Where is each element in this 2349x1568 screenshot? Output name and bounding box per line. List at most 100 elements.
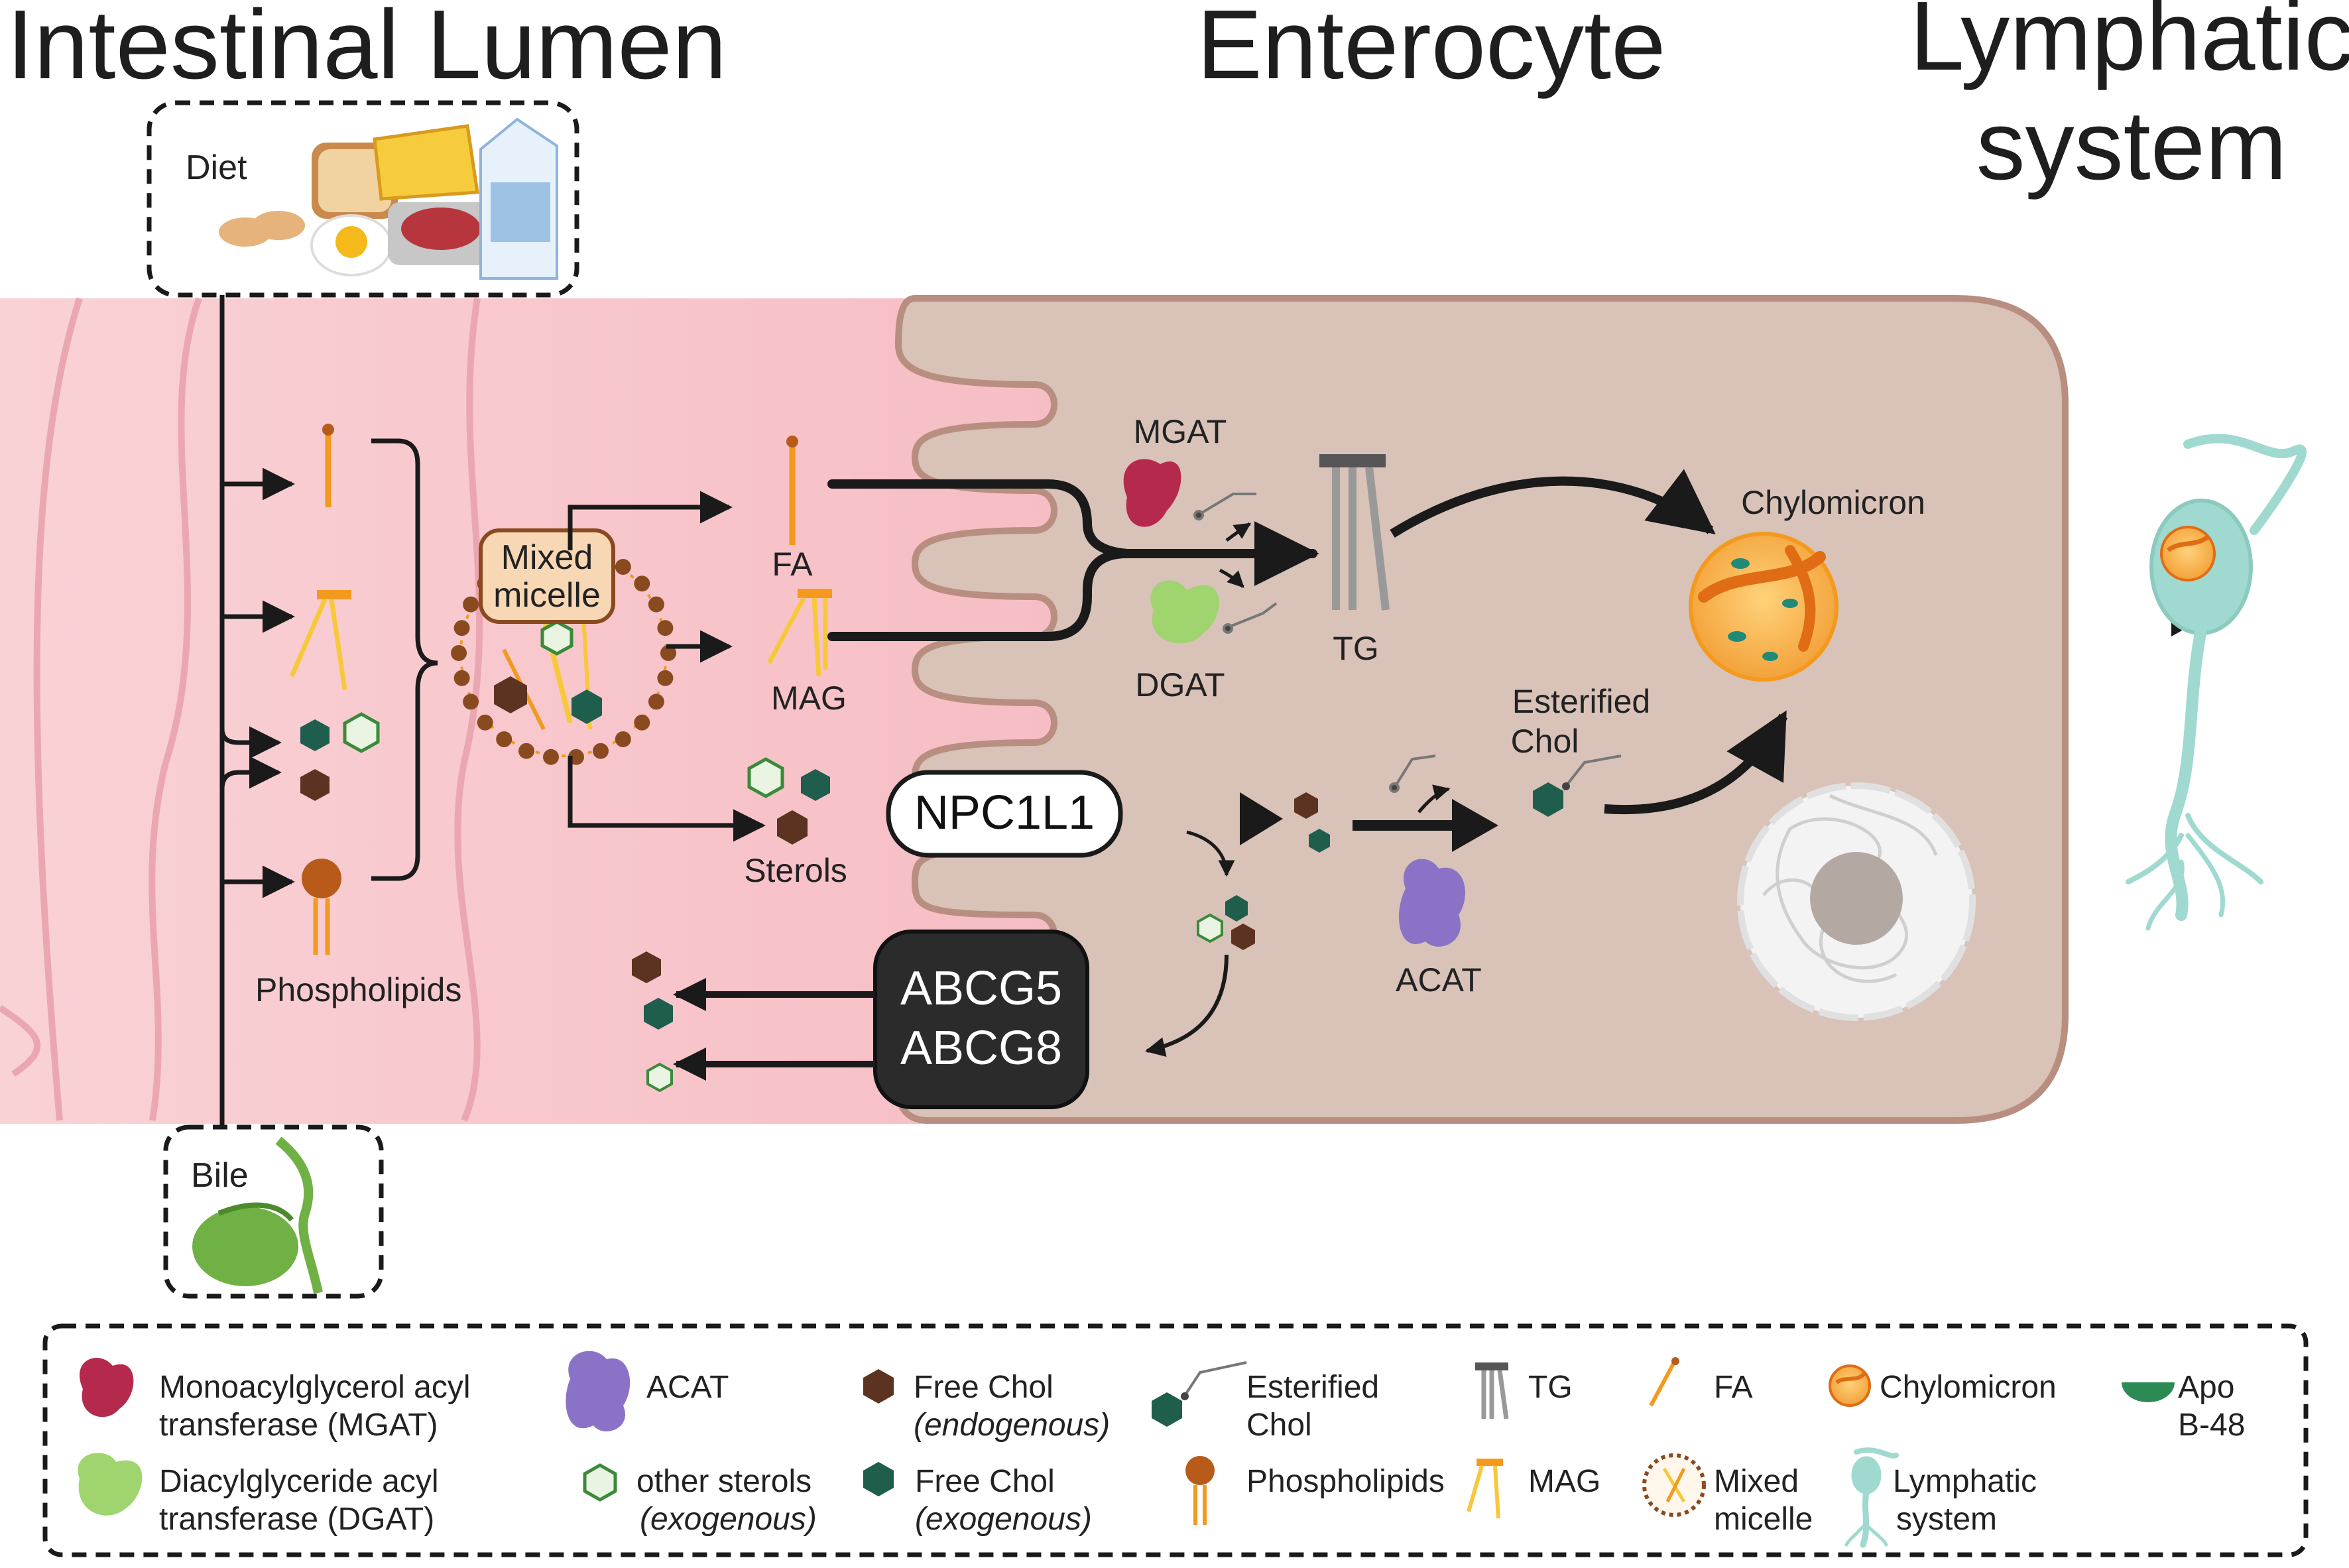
tg-molecule [1319, 454, 1390, 611]
legend-dgat-line1: Diacylglyceride acyl [159, 1464, 438, 1499]
tg-to-chylomicron-arrow [1390, 469, 1716, 538]
legend-item-esterified-chol: Esterified Chol [1152, 1361, 1379, 1443]
bile-label: Bile [191, 1156, 249, 1195]
npc1l1-label: NPC1L1 [914, 786, 1095, 839]
micelle-phospholipid-head [648, 596, 664, 613]
abcg-efflux-arrows [673, 978, 875, 1081]
acat-fa-input [1389, 754, 1451, 814]
lymph-chylomicron-icon [2160, 526, 2216, 581]
label-esterified-line2: Chol [1511, 723, 1579, 760]
diet-box: Diet [147, 100, 579, 298]
legend-item-apo-b48: Apo B-48 [2122, 1370, 2245, 1443]
mgat-enzyme-icon [1123, 459, 1181, 527]
abcg5-abcg8-transporter[interactable]: ABCG5 ABCG8 [873, 930, 1089, 1109]
mgat-reaction [1193, 493, 1256, 542]
legend-item-phospholipids: Phospholipids [1185, 1456, 1445, 1525]
acat-reaction-arrowhead [1452, 799, 1498, 852]
micelle-phospholipid-head [496, 731, 512, 747]
legend-free-chol-exo-line1: Free Chol [915, 1464, 1055, 1499]
lumen-free-chol-exo [300, 719, 330, 751]
label-esterified-line1: Esterified [1512, 683, 1650, 720]
efflux-to-abcg-arrow [1145, 954, 1229, 1057]
micelle-phospholipid-head [463, 694, 479, 710]
micelle-phospholipid-head [660, 645, 676, 661]
legend-mgat-line1: Monoacylglycerol acyl [159, 1370, 471, 1405]
micelle-phospholipid-head [657, 620, 674, 636]
cell-free-chol-endo [1294, 792, 1318, 819]
micelle-phospholipid-head [648, 694, 664, 710]
cell-free-chol-exo [1309, 829, 1330, 853]
lumen-other-sterol [343, 712, 380, 753]
title-enterocyte: Enterocyte [1197, 0, 1665, 99]
title-lymphatic: Lymphatic [1909, 0, 2349, 91]
legend-lymph-line2: system [1896, 1502, 1997, 1537]
micelle-phospholipid-head [453, 620, 470, 636]
abcg8-label: ABCG8 [900, 1022, 1062, 1075]
lumen-mag-molecule [289, 590, 351, 690]
legend-other-sterols-line1: other sterols [636, 1464, 812, 1499]
legend-item-micelle: Mixed micelle [1642, 1453, 1813, 1537]
npc1l1-transporter[interactable]: NPC1L1 [886, 770, 1123, 858]
legend-item-lymphatic [1844, 1447, 1899, 1548]
mixed-micelle: Mixed micelle [451, 528, 676, 765]
legend-lymph-line1: Lymphatic [1893, 1464, 2037, 1499]
brace [371, 438, 438, 881]
micelle-phospholipid-head [634, 575, 650, 592]
micelle-phospholipid-head [634, 714, 650, 731]
legend-chylomicron: Chylomicron [1880, 1370, 2057, 1405]
title-system: system [1976, 91, 2287, 200]
food-icon [219, 117, 558, 280]
efflux-free-chol-endo [1231, 924, 1255, 950]
lumen-fa-molecule [322, 424, 334, 507]
nucleus [1737, 782, 1976, 1021]
effluxed-other-sterol [646, 1062, 673, 1093]
lumen-phospholipid-molecule [302, 859, 341, 955]
legend-phospholipids: Phospholipids [1246, 1464, 1445, 1499]
label-phospholipids: Phospholipids [255, 971, 461, 1008]
legend-apo-line1: Apo [2178, 1370, 2234, 1405]
gallbladder-icon [192, 1136, 323, 1294]
legend-item-mag: MAG [1467, 1459, 1600, 1519]
micelle-phospholipid-head [463, 596, 479, 613]
micelle-phospholipid-head [477, 714, 493, 731]
label-chylomicron: Chylomicron [1741, 484, 1925, 521]
villi-folds [0, 297, 483, 1122]
legend-tg: TG [1528, 1370, 1573, 1405]
dgat-reaction [1219, 568, 1278, 634]
bile-box: Bile [163, 1124, 384, 1299]
esterified-chol-molecule [1533, 754, 1622, 817]
legend-esterified-line2: Chol [1246, 1408, 1312, 1443]
label-fa: FA [772, 546, 813, 583]
legend-mgat-line2: transferase (MGAT) [159, 1408, 438, 1443]
npc1l1-uptake-arrowhead [1240, 792, 1283, 845]
dgat-enzyme-icon [1150, 580, 1219, 644]
legend-apo-line2: B-48 [2178, 1408, 2245, 1443]
lumen-free-chol-endo [300, 769, 330, 801]
legend-item-fa: FA [1649, 1357, 1753, 1407]
fa-mag-uptake-arrows [827, 479, 1319, 641]
legend-dgat-line2: transferase (DGAT) [159, 1502, 434, 1537]
chylomicron [1689, 532, 1838, 682]
legend-item-chylomicron: Chylomicron [1829, 1364, 2057, 1407]
legend-item-tg: TG [1475, 1362, 1573, 1419]
label-dgat: DGAT [1135, 666, 1225, 703]
micelle-output-lines [568, 491, 766, 842]
fa-molecule [786, 436, 798, 545]
acat-enzyme-icon [1399, 859, 1465, 947]
legend-free-chol-endo-line1: Free Chol [914, 1370, 1054, 1405]
efflux-other-sterol [1197, 913, 1223, 943]
legend: Monoacylglycerol acyl transferase (MGAT)… [42, 1323, 2309, 1557]
efflux-free-chol-exo [1225, 895, 1248, 922]
legend-acat: ACAT [646, 1370, 729, 1405]
micelle-label-line1: Mixed [501, 538, 593, 577]
legend-item-other-sterols: other sterols (exogenous) [583, 1463, 817, 1537]
micelle-label-line2: micelle [493, 576, 601, 615]
label-sterols: Sterols [744, 852, 847, 889]
abcg5-label: ABCG5 [900, 962, 1062, 1015]
legend-other-sterols-line2: (exogenous) [640, 1502, 817, 1537]
label-mgat: MGAT [1134, 413, 1227, 450]
effluxed-free-chol-endo [632, 951, 661, 983]
sterol-other-icon [747, 757, 784, 798]
